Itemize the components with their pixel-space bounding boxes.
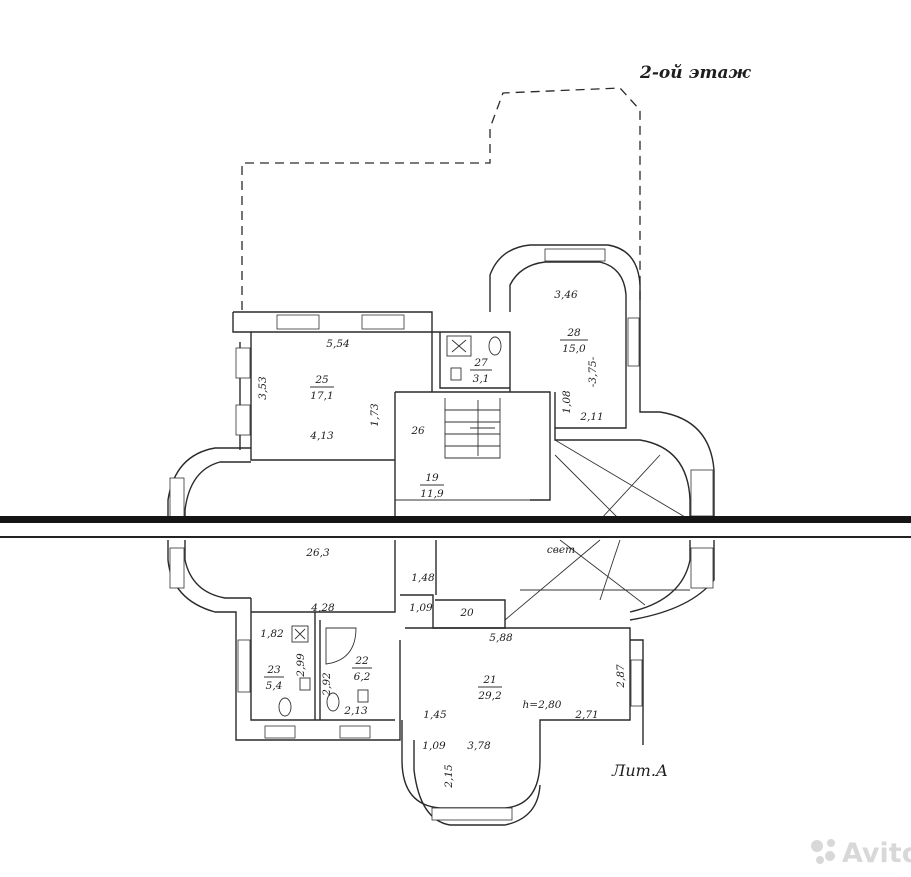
room-number: 28 — [566, 327, 581, 339]
dimension: 2,71 — [574, 709, 598, 721]
litera-label: Лит.А — [611, 761, 668, 780]
room-number: 20 — [459, 607, 474, 619]
room-area: 11,9 — [420, 488, 444, 500]
scan-cut — [0, 516, 911, 538]
dimension: 3,53 — [257, 376, 269, 400]
lower-fixtures — [278, 625, 369, 717]
room-area: 17,1 — [310, 390, 333, 402]
dimension: 3,78 — [467, 740, 491, 752]
floor-title: 2-ой этаж — [639, 63, 751, 83]
room-number: 26 — [410, 425, 425, 437]
avito-logo: Avito — [811, 838, 911, 869]
light-well-label: свет — [547, 544, 575, 556]
dimension: 5,54 — [326, 338, 349, 350]
dimension: 4,28 — [310, 602, 335, 614]
room-number: 27 — [473, 357, 488, 369]
avito-watermark: Avito — [842, 838, 911, 869]
room-number: 22 — [354, 655, 369, 667]
upper-windows — [169, 248, 714, 519]
room-number: 21 — [482, 674, 496, 686]
room-area: 29,2 — [477, 690, 502, 702]
dimension: 1,09 — [422, 740, 446, 752]
upper-fixtures — [446, 335, 502, 381]
upper-walls — [167, 244, 715, 521]
lower-windows — [169, 547, 714, 821]
dimension: 1,45 — [423, 709, 447, 721]
dimension: 1,73 — [369, 403, 381, 427]
room-area: 15,0 — [562, 343, 586, 355]
dimension: 2,11 — [579, 411, 603, 423]
dimension: 3,46 — [554, 289, 578, 301]
dimension: 1,08 — [561, 390, 573, 414]
dimension: 2,92 — [321, 672, 333, 697]
dimension: 2,13 — [343, 705, 368, 717]
room-number: 25 — [314, 374, 329, 386]
dimension: 4,13 — [309, 430, 334, 442]
room-area: 6,2 — [354, 671, 371, 683]
dimension: 2,15 — [443, 764, 455, 789]
ceiling-height: h=2,80 — [523, 699, 562, 711]
dimension: 1,09 — [409, 602, 433, 614]
dimension: 2,87 — [615, 664, 627, 689]
dashed-outline — [241, 87, 641, 310]
dimension: 1,82 — [260, 628, 284, 640]
dimension: -3,75- — [587, 356, 599, 387]
dimension: 2,99 — [295, 653, 307, 678]
room-number: 23 — [266, 664, 281, 676]
dimension: 5,88 — [489, 632, 513, 644]
dimension: 1,48 — [411, 572, 435, 584]
room-area: 3,1 — [473, 373, 490, 385]
room-area: 5,4 — [266, 680, 283, 692]
room-area: 26,3 — [305, 547, 330, 559]
room-number: 19 — [425, 472, 439, 484]
